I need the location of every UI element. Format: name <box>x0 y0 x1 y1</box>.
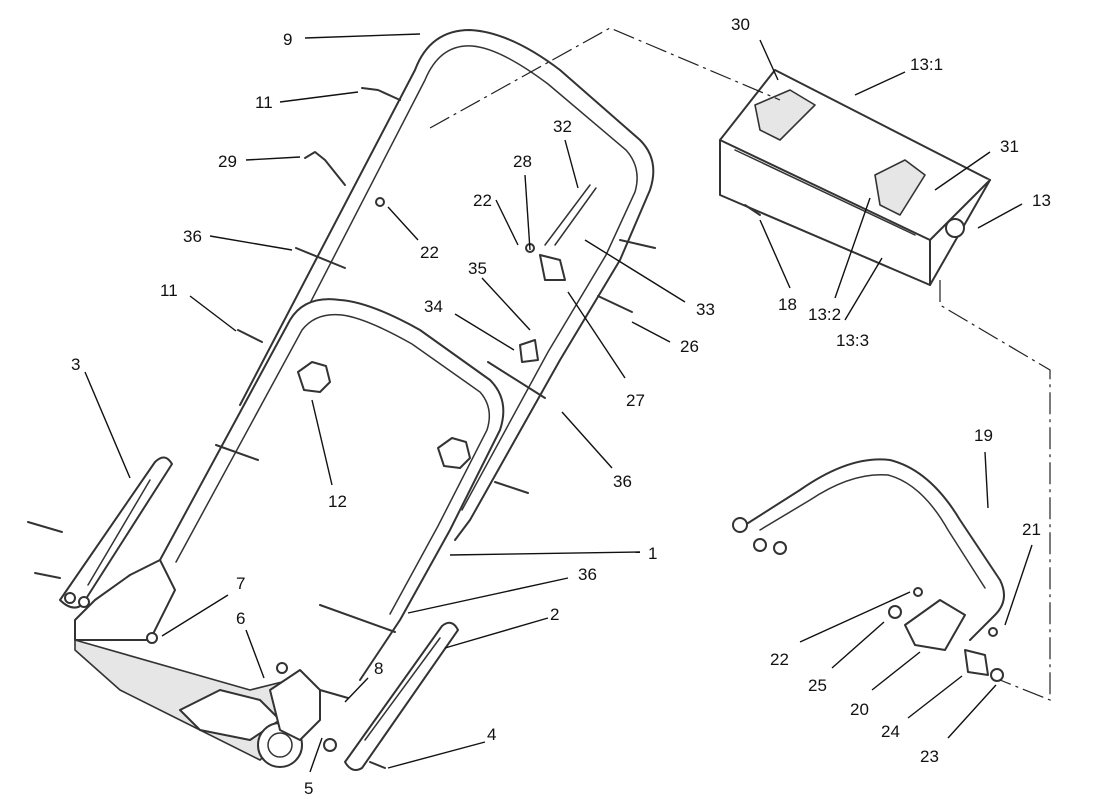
label-22-right: 22 <box>770 650 789 669</box>
label-9: 9 <box>283 30 292 49</box>
label-34: 34 <box>424 297 443 316</box>
label-33: 33 <box>696 300 715 319</box>
label-19: 19 <box>974 426 993 445</box>
leader-lines <box>84 33 1033 773</box>
label-11-top: 11 <box>255 93 273 112</box>
control-panel-13 <box>719 69 991 286</box>
label-27: 27 <box>626 391 645 410</box>
label-29: 29 <box>218 152 237 171</box>
label-25: 25 <box>808 676 827 695</box>
label-1: 1 <box>648 544 657 563</box>
label-24: 24 <box>881 722 900 741</box>
left-side-bracket <box>74 559 321 768</box>
label-36-left: 36 <box>183 227 202 246</box>
label-13: 13 <box>1032 191 1051 210</box>
part-labels: 9 11 29 36 22 11 3 12 30 13:1 31 13 18 1… <box>71 15 1051 798</box>
assembly-lines <box>429 27 1051 701</box>
label-8: 8 <box>374 659 383 678</box>
label-7: 7 <box>236 574 245 593</box>
label-13-2: 13:2 <box>808 305 841 324</box>
knob-12 <box>297 361 471 469</box>
label-5: 5 <box>304 779 313 798</box>
label-28: 28 <box>513 152 532 171</box>
label-36-mid: 36 <box>613 472 632 491</box>
label-6: 6 <box>236 609 245 628</box>
label-4: 4 <box>487 725 496 744</box>
label-3: 3 <box>71 355 80 374</box>
label-31: 31 <box>1000 137 1019 156</box>
hardware <box>27 87 761 769</box>
label-36-bottom: 36 <box>578 565 597 584</box>
label-21: 21 <box>1022 520 1041 539</box>
label-13-1: 13:1 <box>910 55 943 74</box>
label-22-mid: 22 <box>473 191 492 210</box>
label-13-3: 13:3 <box>836 331 869 350</box>
label-20: 20 <box>850 700 869 719</box>
label-12: 12 <box>328 492 347 511</box>
part-20-bracket <box>888 587 1004 682</box>
part-3-adjusting-arm <box>59 456 173 609</box>
part-19-bail <box>732 458 1005 641</box>
label-22-left: 22 <box>420 243 439 262</box>
label-30: 30 <box>731 15 750 34</box>
label-35: 35 <box>468 259 487 278</box>
lower-handle <box>159 298 505 681</box>
label-26: 26 <box>680 337 699 356</box>
part-2-adjusting-arm <box>344 621 459 771</box>
label-23: 23 <box>920 747 939 766</box>
label-32: 32 <box>553 117 572 136</box>
label-11-mid: 11 <box>160 281 178 300</box>
label-18: 18 <box>778 295 797 314</box>
label-2: 2 <box>550 605 559 624</box>
